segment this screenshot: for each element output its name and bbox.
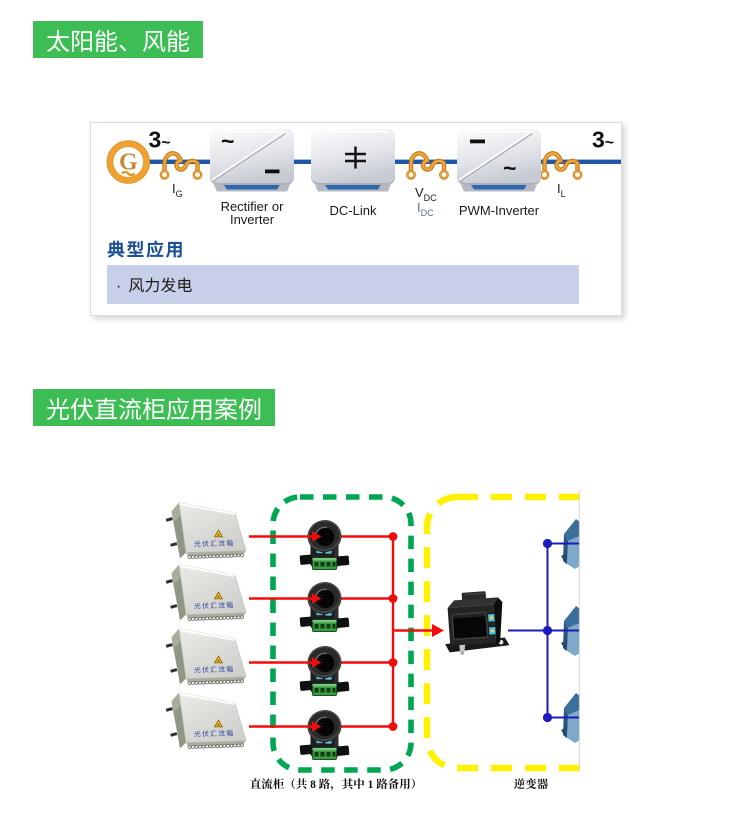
combiner-label: 光伏汇流箱 xyxy=(194,599,235,610)
wind-power-circuit-panel: G 3~ 3~ ~ xyxy=(90,122,622,316)
combiner-box-graphic xyxy=(165,628,247,686)
application-item: ·风力发电 xyxy=(107,265,579,304)
pv-combiner-box-3: 光伏汇流箱 xyxy=(165,628,247,686)
sensor-symbol-letter: I xyxy=(557,178,561,197)
dc-link-box xyxy=(311,129,395,192)
dc-current-sensor-3 xyxy=(298,643,351,697)
section-tag-pv-dc-cabinet: 光伏直流柜应用案例 xyxy=(33,389,275,426)
dc-current-sensor-4 xyxy=(298,707,351,761)
rectifier-dc-symbol xyxy=(265,169,280,174)
sensor-symbol-subscript: DC xyxy=(424,191,437,204)
section-tag-solar-wind: 太阳能、风能 xyxy=(33,21,203,58)
combiner-label: 光伏汇流箱 xyxy=(194,537,235,548)
bullet: · xyxy=(116,272,122,296)
dc-cabinet-caption: 直流柜（共 8 路，其中 1 路备用） xyxy=(250,776,423,792)
red-junction-dots xyxy=(388,532,398,731)
generator-tilde-icon xyxy=(121,170,136,177)
pv-combiner-box-2: 光伏汇流箱 xyxy=(165,564,247,622)
generator-letter: G xyxy=(119,150,138,176)
rectifier-box: ~ xyxy=(210,123,294,192)
dc-cabinet-dashed-boundary xyxy=(270,494,414,773)
pv-combiner-box-4: 光伏汇流箱 xyxy=(165,692,247,750)
dc-link-symbol xyxy=(345,146,366,169)
inverter-dashed-boundary xyxy=(423,493,580,772)
converter-box-graphic xyxy=(457,129,541,192)
label-vdc: VDC xyxy=(415,182,437,204)
red-arrowheads xyxy=(307,531,444,732)
pv-combiner-box-1: 光伏汇流箱 xyxy=(165,502,247,560)
current-sensor-ig-icon xyxy=(161,153,201,178)
three-phase-tilde: ~ xyxy=(605,129,614,153)
current-sensor-vdc-idc-icon xyxy=(407,153,447,178)
inverter-dc-symbol xyxy=(470,139,485,144)
three-phase-right-label: 3~ xyxy=(592,123,614,155)
combiner-label: 光伏汇流箱 xyxy=(194,663,235,674)
sensor-symbol-letter: V xyxy=(415,182,424,201)
combiner-box-graphic xyxy=(165,564,247,622)
rectifier-label-line1: Rectifier or xyxy=(221,196,285,215)
pwm-inverter-label: PWM-Inverter xyxy=(459,200,540,219)
sensor-symbol-letter: I xyxy=(417,197,421,216)
sensor-symbol-subscript: G xyxy=(176,187,183,200)
rectifier-label-line2: Inverter xyxy=(230,209,275,228)
label-il: IL xyxy=(557,178,566,200)
typical-applications-heading: 典型应用 xyxy=(107,236,185,262)
inverter-ac-symbol: ~ xyxy=(503,149,516,183)
sensor-symbol-subscript: L xyxy=(561,187,566,200)
pv-dc-cabinet-diagram: 光伏汇流箱 光伏汇流箱 光伏汇流箱 光伏汇流箱 xyxy=(165,490,580,792)
label-idc: IDC xyxy=(417,197,434,219)
generator-symbol: G xyxy=(106,140,151,184)
power-conversion-diagram: G 3~ 3~ ~ xyxy=(106,123,621,228)
dc-current-sensor-2 xyxy=(298,579,351,633)
blue-junction-dots xyxy=(542,538,553,723)
three-phase-digit: 3 xyxy=(592,123,605,155)
dc-current-sensor-1 xyxy=(298,517,351,571)
label-ig: IG xyxy=(172,178,183,200)
pwm-inverter-box: ~ xyxy=(457,129,541,192)
dc-link-label: DC-Link xyxy=(330,200,377,219)
three-phase-tilde: ~ xyxy=(161,129,170,153)
combiner-box-graphic xyxy=(165,502,247,560)
current-sensor-il-icon xyxy=(541,153,581,178)
sensor-symbol-subscript: DC xyxy=(421,206,434,219)
combiner-label: 光伏汇流箱 xyxy=(194,727,235,738)
rectifier-ac-symbol: ~ xyxy=(221,123,234,156)
hall-sensor-device xyxy=(445,591,510,655)
application-text: 风力发电 xyxy=(128,272,193,296)
inverter-caption: 逆变器 xyxy=(514,776,549,792)
combiner-box-graphic xyxy=(165,692,247,750)
three-phase-digit: 3 xyxy=(149,123,162,155)
three-phase-left-label: 3~ xyxy=(149,123,171,155)
sensor-symbol-letter: I xyxy=(172,178,176,197)
